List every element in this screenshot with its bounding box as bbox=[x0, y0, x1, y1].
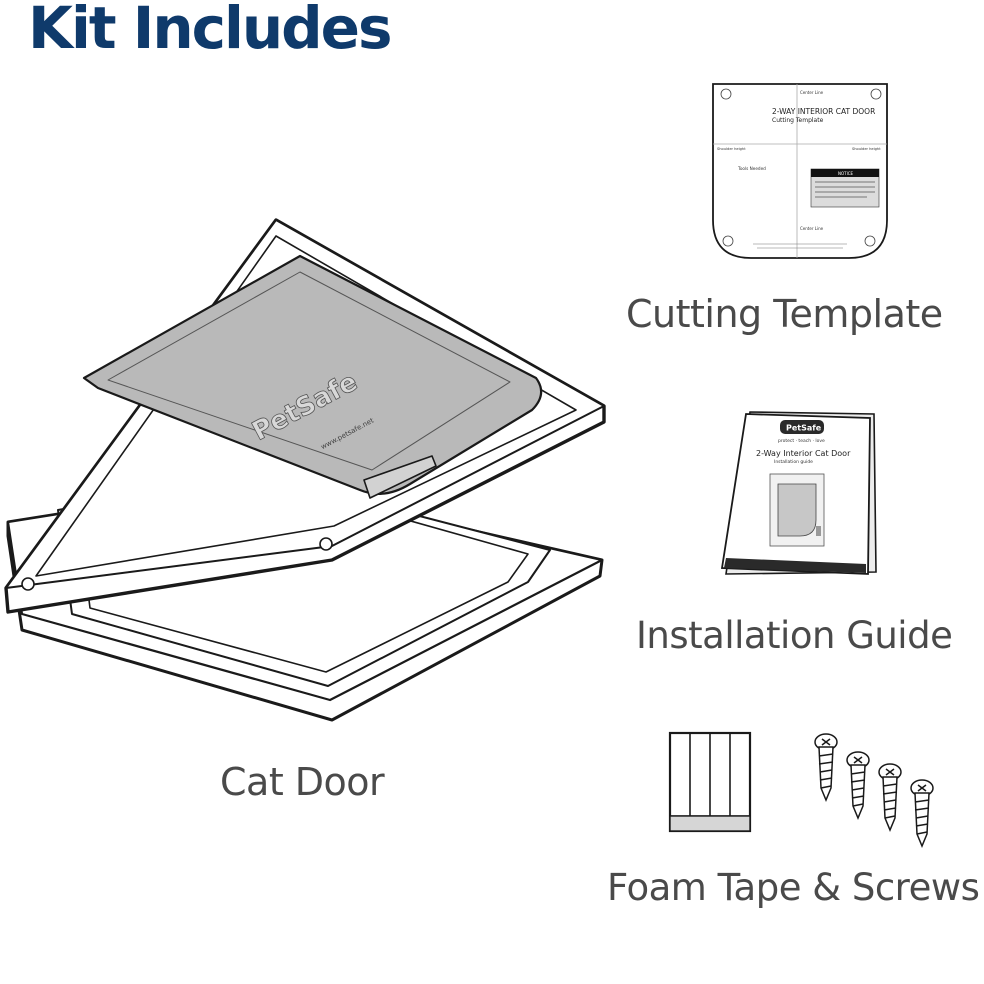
foam-tape-and-screws-caption: Foam Tape & Screws bbox=[607, 866, 980, 909]
foam-tape-icon bbox=[668, 731, 752, 833]
template-tools-needed: Tools Needed bbox=[737, 166, 766, 171]
template-shoulder-right: Shoulder height bbox=[852, 147, 881, 151]
template-shoulder-left: Shoulder height bbox=[717, 147, 746, 151]
template-title: 2-WAY INTERIOR CAT DOOR bbox=[772, 107, 875, 116]
guide-tagline: protect · teach · love bbox=[778, 438, 825, 444]
template-notice: NOTICE bbox=[838, 171, 854, 176]
template-center-line-bottom: Center Line bbox=[800, 226, 824, 231]
guide-title: 2-Way Interior Cat Door bbox=[756, 449, 851, 458]
template-subtitle: Cutting Template bbox=[772, 117, 824, 124]
installation-guide-caption: Installation Guide bbox=[636, 614, 953, 657]
cutting-template-icon: 2-WAY INTERIOR CAT DOOR Cutting Template… bbox=[712, 83, 888, 259]
template-center-line-top: Center Line bbox=[800, 90, 824, 95]
guide-subtitle: Installation guide bbox=[774, 459, 813, 465]
installation-guide-icon: PetSafe protect · teach · love 2-Way Int… bbox=[720, 411, 877, 575]
cat-door-caption: Cat Door bbox=[220, 760, 385, 804]
guide-brand: PetSafe bbox=[786, 424, 822, 433]
cutting-template-caption: Cutting Template bbox=[626, 292, 943, 336]
screws-icon bbox=[814, 733, 934, 848]
page-title: Kit Includes bbox=[28, 0, 393, 62]
cat-door-icon: PetSafe www.petsafe.net bbox=[4, 218, 606, 722]
